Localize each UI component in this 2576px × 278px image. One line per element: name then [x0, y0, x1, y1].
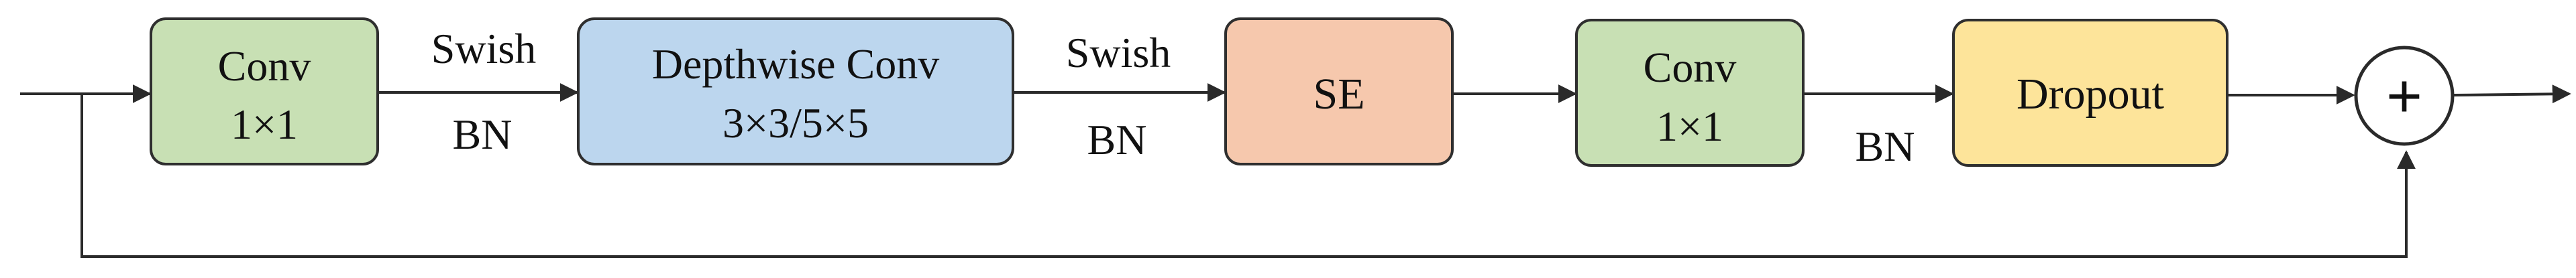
dropout-box — [1952, 19, 2229, 167]
se-box — [1224, 17, 1454, 165]
se-label: SE — [1313, 70, 1364, 119]
depthwise-conv-kernel-label: 3×3/5×5 — [722, 99, 869, 147]
conv-1x1-kernel-label: 1×1 — [231, 100, 298, 148]
swish-label-2: Swish — [1066, 29, 1171, 76]
conv-1x1-box-2 — [1575, 19, 1805, 167]
bn-label-1: BN — [453, 111, 513, 158]
se-block: SE — [1224, 17, 1454, 165]
conv-1x1-block: Conv 1×1 — [150, 17, 379, 165]
sum-node: + — [2354, 46, 2455, 146]
plus-icon: + — [2386, 60, 2423, 132]
depthwise-conv-block: Depthwise Conv 3×3/5×5 — [577, 17, 1014, 165]
depthwise-conv-label: Depthwise Conv — [652, 40, 939, 88]
dropout-label: Dropout — [2017, 70, 2164, 119]
conv-1x1-block-2: Conv 1×1 — [1575, 19, 1805, 167]
sum-circle — [2354, 46, 2455, 146]
conv-1x1-box — [150, 17, 379, 165]
depthwise-conv-box — [577, 17, 1014, 165]
swish-label-1: Swish — [431, 25, 537, 72]
conv-1x1-label: Conv — [218, 42, 311, 90]
output-arrow — [2453, 84, 2571, 104]
bn-label-2: BN — [1087, 116, 1147, 163]
conv-1x1-label-2: Conv — [1644, 44, 1737, 91]
dropout-block: Dropout — [1952, 19, 2229, 167]
skip-connection — [80, 94, 2416, 258]
bn-label-3: BN — [1856, 123, 1915, 170]
conv-1x1-kernel-label-2: 1×1 — [1656, 102, 1723, 150]
